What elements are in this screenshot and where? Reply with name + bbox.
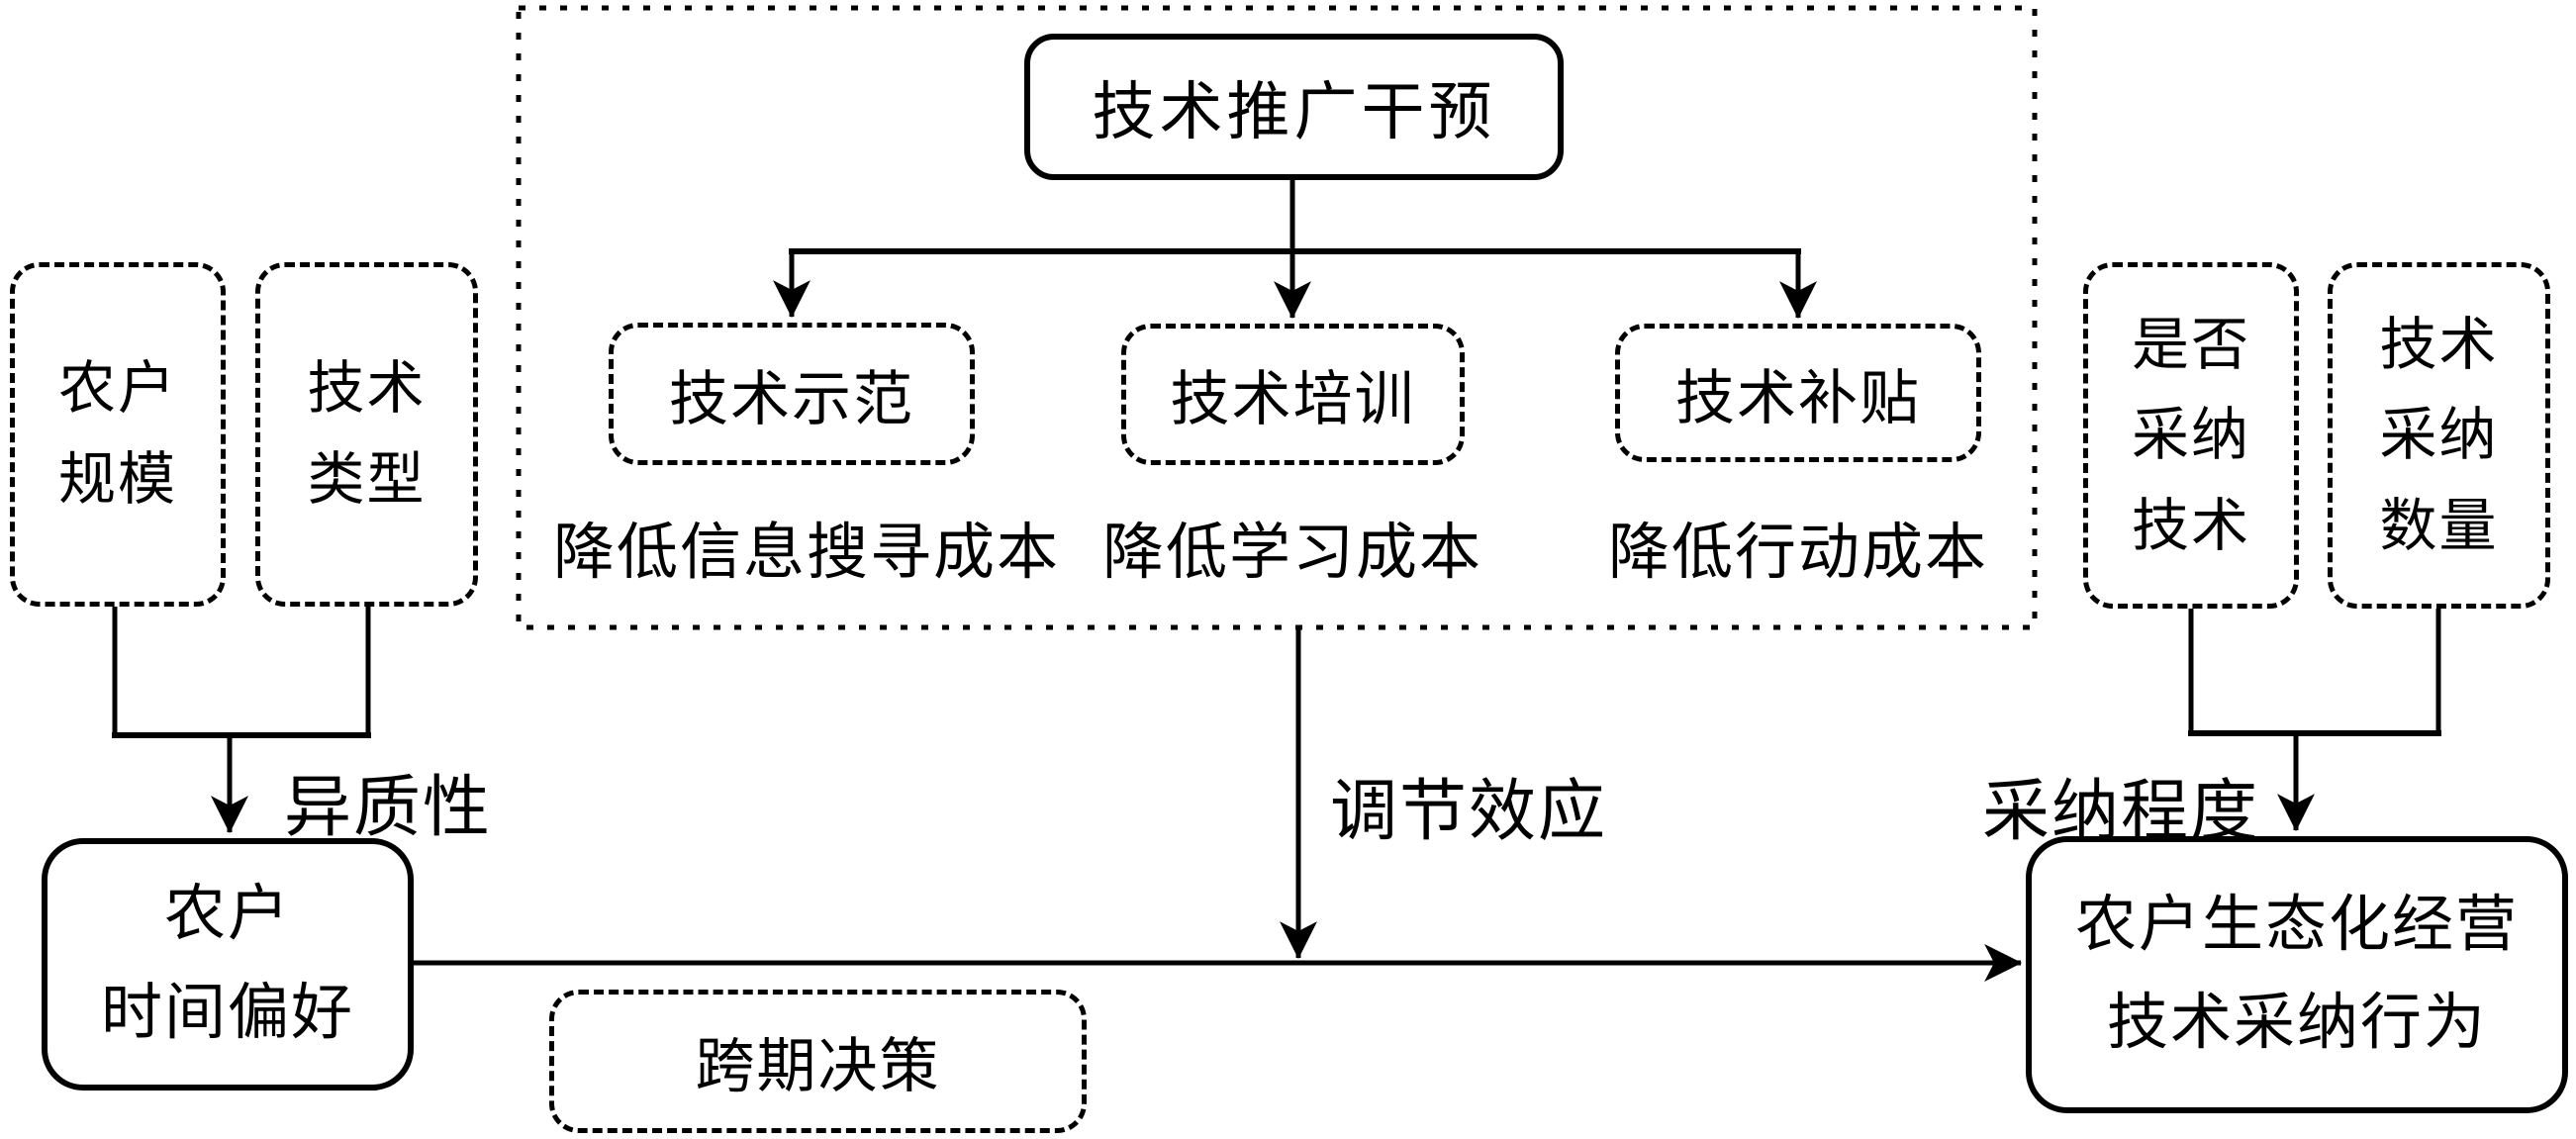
node-label: 技术 类型 (307, 356, 427, 512)
node-label: 技术示范 (669, 366, 914, 432)
node-farmer-scale: 农户 规模 (10, 262, 226, 607)
caption-reduce-search-cost: 降低信息搜寻成本 (549, 507, 1064, 587)
label-moderation-effect: 调节效应 (1330, 774, 1608, 849)
node-label: 农户 规模 (57, 356, 177, 512)
node-whether-adopt-tech: 是否 采纳 技术 (2083, 262, 2299, 609)
node-label: 农户 时间偏好 (100, 881, 354, 1047)
intervention-container-border (516, 5, 2038, 630)
node-farmer-time-preference: 农户 时间偏好 (42, 838, 414, 1091)
caption-text: 降低学习成本 (1101, 520, 1482, 587)
caption-text: 降低信息搜寻成本 (552, 520, 1060, 587)
node-intertemporal-decision: 跨期决策 (549, 990, 1087, 1133)
node-tech-type: 技术 类型 (255, 262, 478, 607)
node-tech-training: 技术培训 (1121, 324, 1465, 465)
label-heterogeneity: 异质性 (284, 770, 493, 845)
node-label: 技术 采纳 数量 (2379, 312, 2499, 558)
label-adoption-degree: 采纳程度 (1982, 774, 2260, 849)
node-tech-demonstration: 技术示范 (609, 323, 975, 465)
caption-text: 降低行动成本 (1607, 520, 1988, 587)
node-label: 技术培训 (1170, 367, 1416, 432)
node-label: 技术推广干预 (1092, 77, 1496, 147)
node-label: 技术补贴 (1675, 365, 1921, 431)
node-label: 跨期决策 (695, 1034, 941, 1099)
caption-reduce-action-cost: 降低行动成本 (1600, 507, 1996, 587)
node-label: 农户生态化经营 技术采纳行为 (2074, 891, 2519, 1057)
node-tech-adoption-quantity: 技术 采纳 数量 (2328, 262, 2550, 609)
node-tech-promotion-intervention: 技术推广干预 (1024, 34, 1564, 180)
node-label: 是否 采纳 技术 (2131, 312, 2250, 558)
node-tech-subsidy: 技术补贴 (1615, 324, 1981, 462)
caption-reduce-learning-cost: 降低学习成本 (1095, 507, 1490, 587)
node-adoption-behavior: 农户生态化经营 技术采纳行为 (2026, 836, 2568, 1113)
